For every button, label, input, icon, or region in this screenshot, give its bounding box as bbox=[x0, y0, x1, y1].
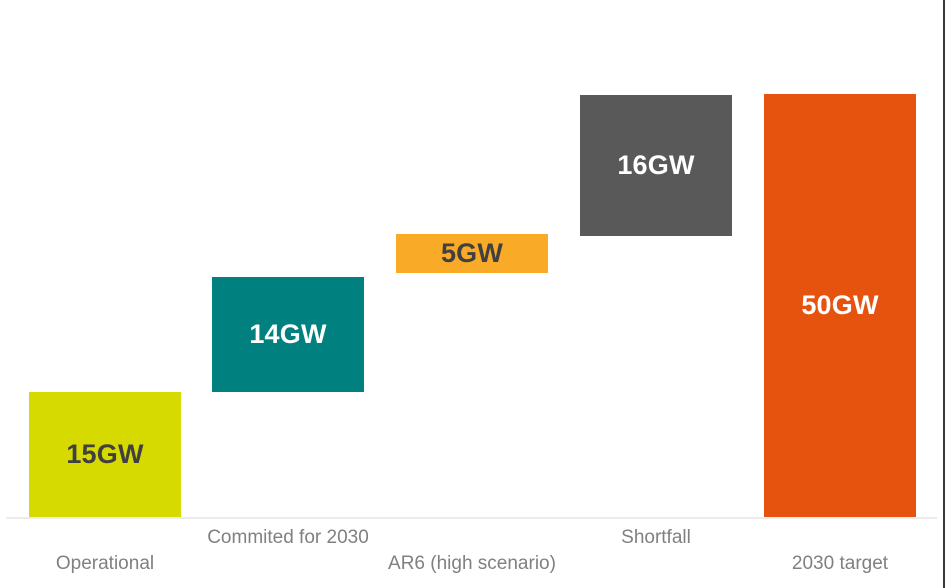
category-label-target: 2030 target bbox=[791, 553, 889, 574]
bar-target[interactable]: 50GW bbox=[764, 94, 916, 517]
bar-committed[interactable]: 14GW bbox=[212, 277, 364, 392]
bar-value-ar6: 5GW bbox=[440, 238, 504, 268]
category-label-ar6: AR6 (high scenario) bbox=[388, 553, 556, 574]
category-label-shortfall: Shortfall bbox=[621, 527, 691, 548]
bar-value-committed: 14GW bbox=[249, 319, 327, 349]
bar-value-operational: 15GW bbox=[66, 439, 144, 469]
plot-area: 15GW 14GW 5GW 16GW 50GW bbox=[6, 94, 937, 519]
category-label-operational: Operational bbox=[55, 553, 155, 574]
bar-ar6[interactable]: 5GW bbox=[396, 234, 548, 273]
bar-value-target: 50GW bbox=[801, 290, 879, 320]
category-axis-line bbox=[6, 517, 937, 519]
bar-operational[interactable]: 15GW bbox=[29, 392, 181, 517]
bar-value-shortfall: 16GW bbox=[617, 150, 695, 180]
bar-shortfall[interactable]: 16GW bbox=[580, 95, 732, 236]
category-label-committed: Commited for 2030 bbox=[207, 527, 369, 548]
